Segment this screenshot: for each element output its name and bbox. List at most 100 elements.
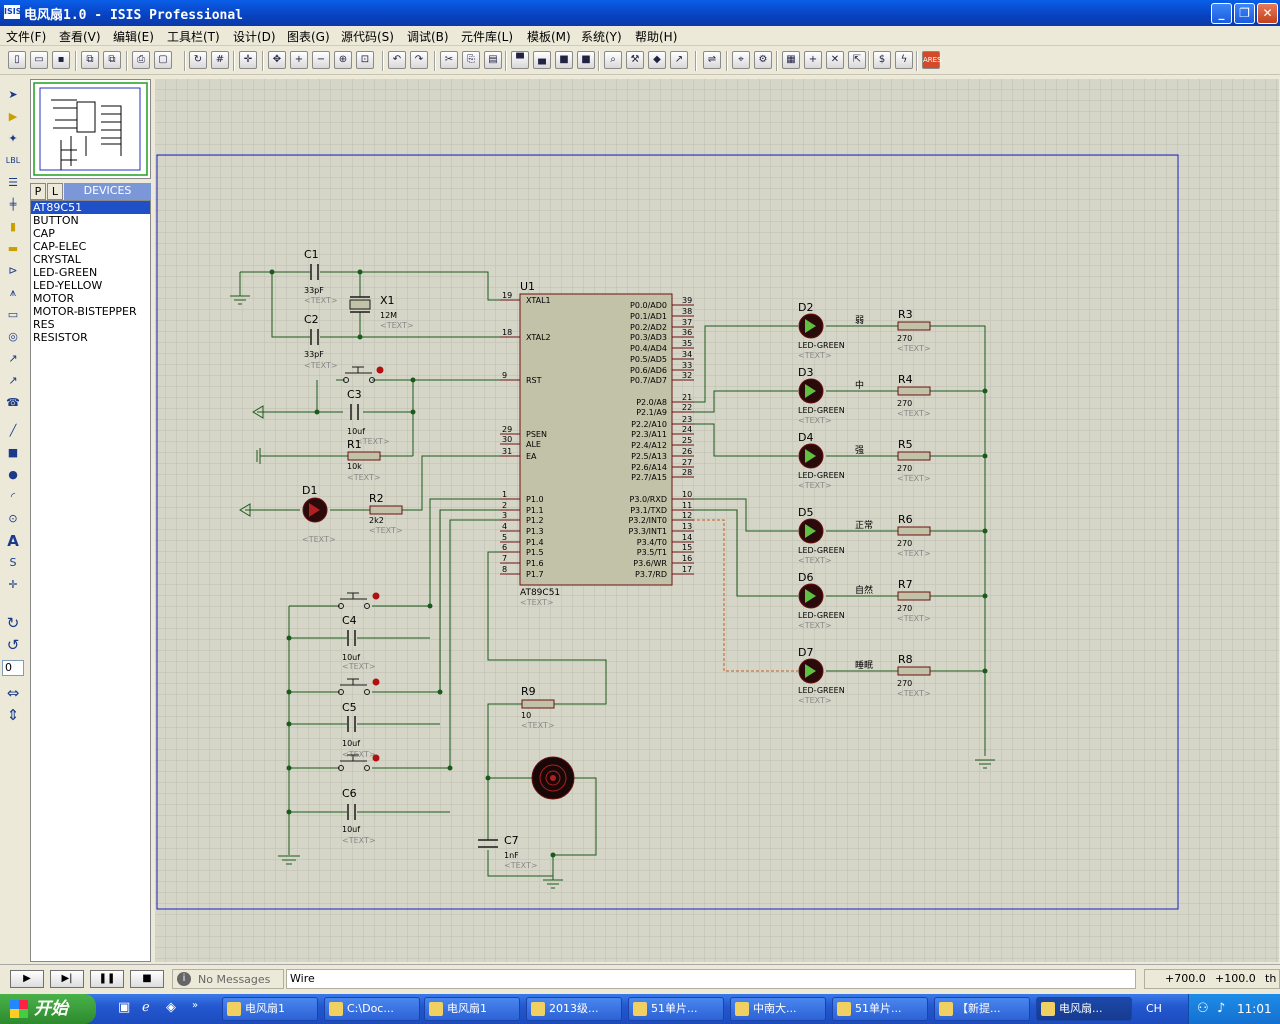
path-tool-icon[interactable]: ⊙ [8,512,18,525]
device-item[interactable]: MOTOR [33,292,75,305]
ie-icon[interactable]: ℯ [142,1000,150,1015]
virtual-instrument-icon[interactable]: ☎ [6,396,20,409]
wire-autorouter-icon[interactable]: ⇌ [703,51,721,69]
device-item[interactable]: BUTTON [33,214,79,227]
device-item[interactable]: LED-YELLOW [33,279,103,292]
resistor[interactable] [897,666,931,676]
reset-button-switch[interactable] [343,366,384,383]
media-icon[interactable]: ◈ [166,1000,176,1015]
close-button[interactable]: ✕ [1257,3,1278,24]
current-probe-icon[interactable]: ↗ [8,374,18,387]
message-panel[interactable]: i No Messages [172,969,284,989]
led-indicator[interactable] [798,378,824,404]
overview-window[interactable] [30,79,151,179]
stop-button[interactable]: ■ [130,970,164,988]
crystal-x1[interactable] [349,296,371,313]
device-item[interactable]: CRYSTAL [33,253,81,266]
goto-sheet-icon[interactable]: ⇱ [848,51,866,69]
menu-debug[interactable]: 调试(B) [407,30,449,44]
device-item[interactable]: CAP [33,227,55,240]
rotate-cw-icon[interactable]: ↻ [6,614,20,632]
tab-pick-device[interactable]: P [30,183,46,200]
open-folder-icon[interactable]: ▭ [30,51,48,69]
pick-device-icon[interactable]: ⌕ [604,51,622,69]
device-pins-icon[interactable]: ⊳ [8,264,18,277]
taskbar-item[interactable]: 中南大... [730,997,826,1021]
capacitor-c2[interactable] [310,329,319,345]
resistor-r1[interactable] [347,451,381,461]
block-rotate-icon[interactable]: ■ [555,51,573,69]
chip-pin[interactable]: 4P1.3 [500,522,544,536]
rotation-angle-input[interactable]: 0 [2,660,24,676]
menu-help[interactable]: 帮助(H) [635,30,678,44]
remove-sheet-icon[interactable]: ✕ [826,51,844,69]
pan-icon[interactable]: ✥ [268,51,286,69]
taskbar-item[interactable]: 电风扇1 [424,997,520,1021]
device-item[interactable]: RESISTOR [33,331,88,344]
chip-pin[interactable]: 7P1.6 [500,554,544,568]
capacitor-c5[interactable] [347,716,356,732]
maximize-button[interactable]: ❐ [1234,3,1255,24]
redo-icon[interactable]: ↷ [410,51,428,69]
print-area-icon[interactable]: ▢ [154,51,172,69]
new-file-icon[interactable]: ▯ [8,51,26,69]
chip-pin[interactable]: 2P1.1 [500,501,544,515]
button-switch-1[interactable] [338,592,380,609]
start-button[interactable]: 开始 [0,994,96,1024]
device-item[interactable]: CAP-ELEC [33,240,87,253]
device-list[interactable]: AT89C51 BUTTON CAP CAP-ELEC CRYSTAL LED-… [30,200,151,962]
new-sheet-icon[interactable]: ▦ [782,51,800,69]
taskbar-item[interactable]: 51单片... [628,997,724,1021]
selection-mode-icon[interactable]: ➤ [8,88,18,101]
led-indicator[interactable] [798,313,824,339]
device-item[interactable]: MOTOR-BISTEPPER [33,305,137,318]
device-item[interactable]: RES [33,318,55,331]
menu-edit[interactable]: 编辑(E) [113,30,154,44]
resistor-r2[interactable] [369,505,403,515]
generator-icon[interactable]: ◎ [8,330,18,343]
capacitor-c1[interactable] [310,264,319,280]
copy-icon[interactable]: ⎘ [462,51,480,69]
decompose-icon[interactable]: ↗ [670,51,688,69]
ares-netlist-icon[interactable]: ARES [922,51,942,69]
taskbar-item[interactable]: 2013级... [526,997,622,1021]
wire-label-icon[interactable]: LBL [5,156,21,165]
arc-tool-icon[interactable]: ◜ [10,490,16,503]
tab-library-manager[interactable]: L [47,183,63,200]
undo-icon[interactable]: ↶ [388,51,406,69]
button-switch-2[interactable] [338,678,380,695]
step-button[interactable]: ▶| [50,970,84,988]
resistor[interactable] [897,591,931,601]
text-script-icon[interactable]: ☰ [8,176,18,189]
zoom-in-icon[interactable]: + [290,51,308,69]
taskbar-item[interactable]: 电风扇1 [222,997,318,1021]
mirror-horizontal-icon[interactable]: ⇔ [6,684,20,702]
menu-toolbar[interactable]: 工具栏(T) [167,30,220,44]
export-icon[interactable]: ⧉ [103,51,121,69]
volume-icon[interactable]: ♪ [1217,1001,1226,1016]
button-switch-3[interactable] [338,754,380,771]
device-item-selected[interactable]: AT89C51 [31,201,150,214]
mirror-vertical-icon[interactable]: ⇕ [6,706,20,724]
taskbar-item[interactable]: C:\Doc... [324,997,420,1021]
chip-pin[interactable]: 6P1.5 [500,543,544,557]
subcircuit-icon[interactable]: ▮ [9,220,17,233]
menu-system[interactable]: 系统(Y) [581,30,622,44]
line-tool-icon[interactable]: ╱ [9,424,17,437]
